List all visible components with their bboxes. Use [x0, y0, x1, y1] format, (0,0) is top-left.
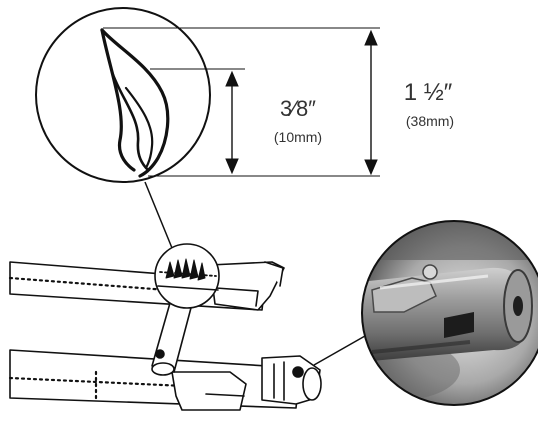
photo-inset-border	[361, 220, 538, 406]
lower-burner-tube	[8, 349, 301, 412]
outer-metric: (38mm)	[406, 113, 454, 129]
flame-detail-circle	[154, 243, 220, 309]
burner-photo-inset	[361, 220, 538, 406]
outer-dimension-label: 1 ½″ (38mm)	[404, 79, 454, 129]
flame-icon	[100, 28, 170, 178]
burner-assembly	[8, 243, 322, 412]
inner-fraction: 3⁄8″	[280, 96, 316, 121]
dimension-lines	[103, 27, 380, 177]
inner-dimension-label: 3⁄8″ (10mm)	[274, 96, 322, 145]
inner-metric: (10mm)	[274, 129, 322, 145]
burner-nozzle	[261, 355, 322, 405]
flame-magnifier	[35, 7, 211, 183]
outer-whole: 1 ½″	[404, 79, 453, 106]
upper-burner-tube	[8, 261, 285, 311]
photo-leader-line	[313, 331, 373, 366]
magnifier-leader-line	[144, 181, 173, 249]
